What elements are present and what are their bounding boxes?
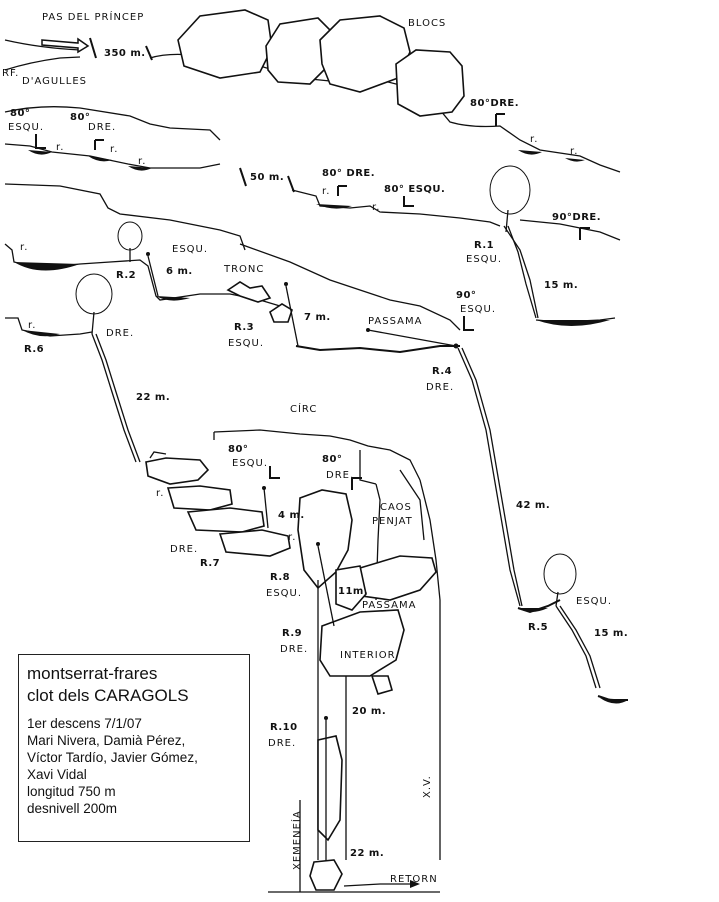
label-r-k: r.: [288, 532, 296, 543]
approach-arrow: [41, 37, 90, 54]
label-90-deg: 90°: [456, 290, 476, 301]
label-r8: R.8: [270, 572, 290, 583]
label-r6-dre: DRE.: [106, 328, 134, 339]
label-penjat: PENJAT: [372, 516, 413, 527]
label-90dre: 90°DRE.: [552, 212, 601, 223]
info-team-2: Víctor Tardío, Javier Gómez,: [27, 750, 198, 765]
row4: [4, 221, 461, 347]
label-dist-15b: 15 m.: [594, 628, 628, 639]
chaos-column: [268, 469, 441, 893]
label-80-dre: DRE.: [88, 122, 116, 133]
r1-area: [489, 165, 616, 326]
label-circ-dre: DRE.: [326, 470, 354, 481]
label-r4: R.4: [432, 366, 452, 377]
label-90-esqu: ESQU.: [460, 304, 496, 315]
label-r10: R.10: [270, 722, 298, 733]
label-80-esqu-deg: 80°: [10, 108, 30, 119]
info-first-descent: 1er descens 7/1/07: [27, 716, 142, 731]
label-r-e: r.: [570, 146, 578, 157]
label-ref: RF.: [2, 68, 19, 79]
label-r9-dre: DRE.: [280, 644, 308, 655]
label-r-h: r.: [20, 242, 28, 253]
label-dist-11: 11m.: [338, 586, 368, 597]
info-team-3: Xavi Vidal: [27, 767, 87, 782]
label-r3: R.3: [234, 322, 254, 333]
label-80-dre-deg: 80°: [70, 112, 90, 123]
label-pas-del-princep: PAS DEL PRÍNCEP: [42, 10, 144, 23]
info-box: montserrat-frares clot dels CARAGOLS 1er…: [18, 654, 250, 842]
label-circ-80-deg: 80°: [228, 444, 248, 455]
label-r5-esqu: ESQU.: [576, 596, 612, 607]
row3: [4, 167, 621, 251]
label-r-f: r.: [322, 186, 330, 197]
label-xemeneia: XEMENEÍA: [290, 810, 303, 870]
label-circ: CÍRC: [290, 402, 317, 415]
label-r3-esqu: ESQU.: [228, 338, 264, 349]
label-r4-dre: DRE.: [426, 382, 454, 393]
label-r7-dre: DRE.: [170, 544, 198, 555]
label-r2-esqu: ESQU.: [172, 244, 208, 255]
label-80dre-mid: 80° DRE.: [322, 168, 375, 179]
label-r6: R.6: [24, 344, 44, 355]
label-dist-7: 7 m.: [304, 312, 331, 323]
label-r1: R.1: [474, 240, 494, 251]
circ-section: [145, 429, 421, 557]
label-r1-esqu: ESQU.: [466, 254, 502, 265]
r5-area: [517, 553, 628, 704]
label-r-a: r.: [56, 142, 64, 153]
label-dist-22a: 22 m.: [136, 392, 170, 403]
r4-descent: [457, 347, 523, 607]
info-area: montserrat-frares: [27, 664, 158, 683]
label-dist-6: 6 m.: [166, 266, 193, 277]
label-blocs: BLOCS: [408, 18, 446, 29]
label-dist-22b: 22 m.: [350, 848, 384, 859]
row2-left: [4, 106, 585, 171]
label-tronc: TRONC: [223, 264, 264, 275]
label-interior: INTERIOR: [340, 650, 396, 661]
label-80esqu-mid: 80° ESQU.: [384, 184, 445, 195]
label-d-agulles: D'AGULLES: [22, 76, 87, 87]
label-dist-42: 42 m.: [516, 500, 550, 511]
label-r-j: r.: [156, 488, 164, 499]
label-dist-15a: 15 m.: [544, 280, 578, 291]
label-passama-1: PASSAMA: [368, 316, 422, 327]
info-team-1: Mari Nivera, Damià Pérez,: [27, 733, 186, 748]
label-r2: R.2: [116, 270, 136, 281]
label-circ-80-deg-b: 80°: [322, 454, 342, 465]
label-r-d: r.: [530, 134, 538, 145]
label-80-esqu: ESQU.: [8, 122, 44, 133]
info-drop: desnivell 200m: [27, 801, 118, 816]
label-r8-esqu: ESQU.: [266, 588, 302, 599]
label-r-c: r.: [138, 156, 146, 167]
label-dist-350: 350 m.: [104, 48, 146, 59]
row5: [5, 273, 474, 354]
label-dist-20: 20 m.: [352, 706, 386, 717]
labels: PAS DEL PRÍNCEP RF. D'AGULLES 350 m. BLO…: [2, 10, 628, 885]
label-circ-esqu: ESQU.: [232, 458, 268, 469]
label-dist-50: 50 m.: [250, 172, 284, 183]
label-r-i: r.: [28, 320, 36, 331]
label-r5: R.5: [528, 622, 548, 633]
info-length: longitud 750 m: [27, 784, 116, 799]
label-passama-2: PASSAMA: [362, 600, 416, 611]
label-r9: R.9: [282, 628, 302, 639]
label-r7: R.7: [200, 558, 220, 569]
r6-descent: [91, 333, 141, 463]
label-retorn: RETORN: [390, 874, 438, 885]
label-r-g: r.: [372, 202, 380, 213]
blocs-boulders: [177, 9, 465, 117]
label-80dre-top: 80°DRE.: [470, 98, 519, 109]
label-r10-dre: DRE.: [268, 738, 296, 749]
label-r-b: r.: [110, 144, 118, 155]
label-caos: CAOS: [380, 502, 412, 513]
label-dist-4: 4 m.: [278, 510, 305, 521]
info-canyon-name: clot dels CARAGOLS: [27, 686, 189, 705]
label-xv: X.V.: [422, 775, 433, 798]
